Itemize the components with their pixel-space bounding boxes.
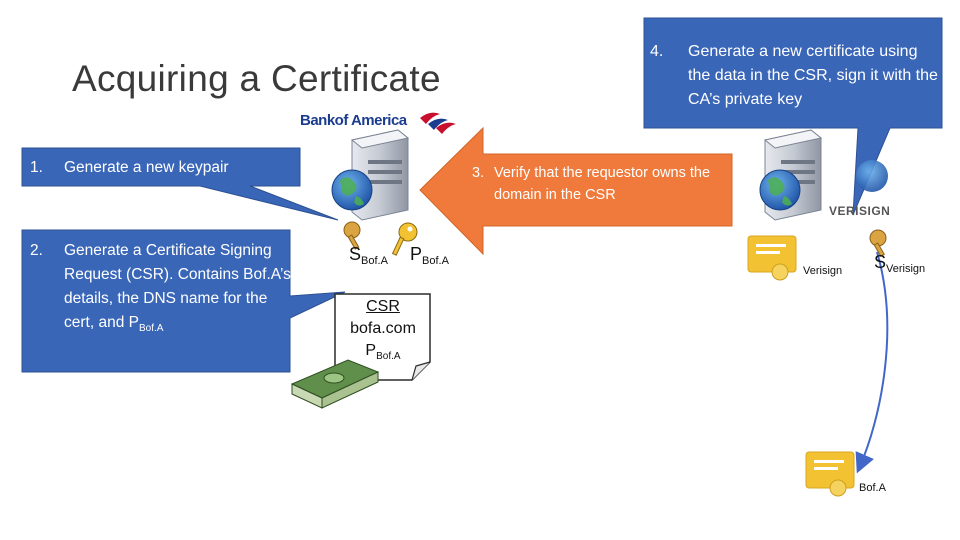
- csr-key-main: P: [365, 342, 377, 359]
- step3-text: 3. Verify that the requestor owns the do…: [472, 162, 722, 206]
- key-s-bofa-main: S: [349, 244, 362, 264]
- bofa-logo-text: Bankof America: [300, 112, 407, 129]
- key-icon-s-verisign: [869, 229, 887, 257]
- key-label-s-bofa: SBof.A: [349, 244, 388, 267]
- key-p-bofa-sub: Bof.A: [422, 255, 449, 267]
- step1-label: Generate a new keypair: [64, 159, 229, 176]
- step3-number: 3.: [472, 165, 485, 181]
- verisign-logo-text: VERISIGN: [829, 204, 891, 218]
- step2-number: 2.: [30, 242, 43, 259]
- key-icon-s-bofa: [343, 221, 361, 250]
- step4-text: 4. Generate a new certificate using the …: [650, 40, 940, 112]
- certificate-bofa-icon: [805, 451, 855, 497]
- csr-domain: bofa.com: [350, 320, 416, 337]
- slide-title: Acquiring a Certificate: [72, 58, 441, 99]
- step1-text: 1. Generate a new keypair: [30, 156, 295, 180]
- key-s-verisign-main: S: [874, 252, 887, 272]
- key-label-s-verisign: SVerisign: [874, 252, 925, 275]
- callout-step1: [21, 147, 339, 221]
- key-p-bofa-main: P: [410, 244, 423, 264]
- key-s-verisign-sub: Verisign: [886, 263, 926, 275]
- callout-step2: [21, 229, 346, 373]
- orange-arrow-step3: [419, 126, 733, 256]
- step2-label: Generate a Certificate Signing Request (…: [64, 242, 291, 331]
- cert-label-bofa: Bof.A: [859, 482, 886, 494]
- step1-number: 1.: [30, 159, 43, 176]
- key-icon-p-bofa: [391, 222, 418, 256]
- signing-arrow: [855, 251, 889, 474]
- bofa-logo: Bankof America: [300, 112, 407, 129]
- cert-label-verisign: Verisign: [803, 265, 843, 277]
- step2-text: 2. Generate a Certificate Signing Reques…: [30, 239, 295, 341]
- verisign-server-icon: [759, 129, 888, 221]
- step3-label: Verify that the requestor owns the domai…: [494, 165, 711, 203]
- csr-key-sub: Bof.A: [376, 351, 401, 363]
- step4-number: 4.: [650, 43, 664, 60]
- bofa-server-icon: [331, 129, 410, 221]
- key-label-p-bofa: PBof.A: [410, 244, 449, 267]
- money-stack-icon: [290, 359, 380, 409]
- csr-title: CSR: [366, 298, 400, 315]
- step4-label: Generate a new certificate using the dat…: [688, 43, 938, 108]
- bofa-flag-icon: [420, 112, 456, 134]
- csr-key: PBof.A: [338, 340, 428, 368]
- csr-content: CSR bofa.com PBof.A: [338, 296, 428, 368]
- step2-key-sub: Bof.A: [138, 323, 164, 335]
- key-s-bofa-sub: Bof.A: [361, 255, 388, 267]
- certificate-verisign-icon: [747, 235, 797, 281]
